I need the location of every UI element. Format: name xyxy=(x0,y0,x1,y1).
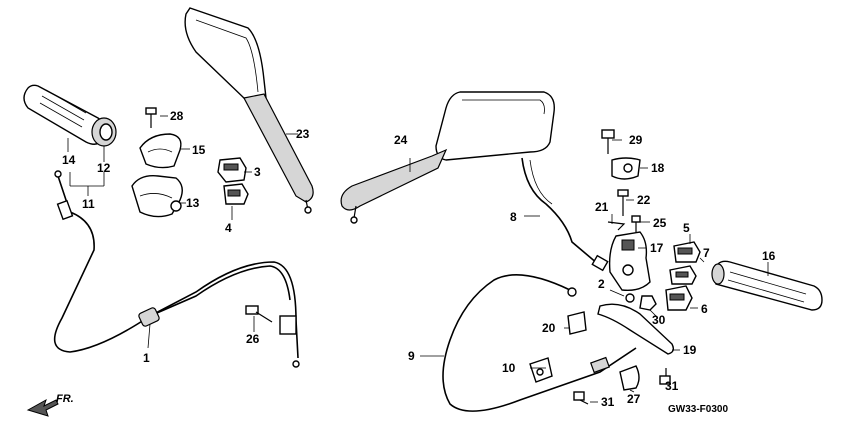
bracket-18 xyxy=(611,157,641,180)
switch-part-6 xyxy=(665,285,693,311)
throttle-housing-upper xyxy=(139,133,182,169)
nut-30 xyxy=(639,295,657,311)
pin-21 xyxy=(607,221,626,231)
screw-25 xyxy=(631,215,641,232)
leader-lines-left xyxy=(67,115,298,349)
switch-part-7 xyxy=(669,265,697,285)
label-24: 24 xyxy=(394,133,408,147)
label-6: 6 xyxy=(701,302,708,316)
mirror-left xyxy=(184,7,314,214)
throttle-housing-lower xyxy=(131,175,183,218)
clamp-27 xyxy=(619,365,640,391)
label-12: 12 xyxy=(97,161,111,175)
bolt-31b xyxy=(659,368,671,385)
label-3: 3 xyxy=(254,165,261,179)
label-11: 11 xyxy=(82,197,95,211)
bracket-20 xyxy=(567,311,587,335)
label-28: 28 xyxy=(170,109,184,123)
clutch-lever-holder xyxy=(608,231,651,292)
label-22: 22 xyxy=(637,193,651,207)
mirror-right xyxy=(340,91,555,224)
clutch-switch-wire xyxy=(521,157,609,272)
clutch-lever xyxy=(597,303,675,355)
leader-lines-right xyxy=(409,139,769,403)
label-9: 9 xyxy=(408,349,415,363)
label-4: 4 xyxy=(225,221,232,235)
label-2: 2 xyxy=(598,277,605,291)
label-26: 26 xyxy=(246,332,260,346)
label-15: 15 xyxy=(192,143,206,157)
throttle-cable xyxy=(53,170,300,368)
bolt-26 xyxy=(245,305,273,323)
label-31a: 31 xyxy=(601,395,615,409)
clutch-cable xyxy=(442,274,637,412)
label-19: 19 xyxy=(683,343,697,357)
bracket-10 xyxy=(529,357,553,383)
label-1: 1 xyxy=(143,351,150,365)
nut-2 xyxy=(625,293,635,303)
screw-28 xyxy=(145,107,157,128)
label-30: 30 xyxy=(652,313,666,327)
bolt-22 xyxy=(617,189,629,216)
label-23: 23 xyxy=(296,127,310,141)
label-17: 17 xyxy=(650,241,664,255)
label-20: 20 xyxy=(542,321,556,335)
label-27: 27 xyxy=(627,392,641,406)
bolt-31a xyxy=(573,391,589,405)
switch-part-5 xyxy=(673,241,701,263)
label-8: 8 xyxy=(510,210,517,224)
label-5: 5 xyxy=(683,221,690,235)
right-grip xyxy=(711,260,823,311)
label-14: 14 xyxy=(62,153,76,167)
direction-label: FR. xyxy=(56,393,74,405)
label-13: 13 xyxy=(186,196,200,210)
label-16: 16 xyxy=(762,249,776,263)
label-29: 29 xyxy=(629,133,643,147)
label-10: 10 xyxy=(502,361,516,375)
label-18: 18 xyxy=(651,161,665,175)
throttle-grip xyxy=(23,84,117,147)
front-direction-arrow xyxy=(26,398,59,417)
switch-part-3 xyxy=(217,157,247,183)
figure-code: GW33-F0300 xyxy=(668,404,728,415)
label-25: 25 xyxy=(653,216,667,230)
label-7: 7 xyxy=(703,246,710,260)
switch-part-4 xyxy=(223,183,249,205)
bolt-29 xyxy=(601,129,615,154)
part-labels: 1 2 3 4 5 6 7 8 9 10 11 12 13 14 15 16 1… xyxy=(62,109,776,409)
label-31b: 31 xyxy=(665,379,679,393)
label-21: 21 xyxy=(595,200,609,214)
